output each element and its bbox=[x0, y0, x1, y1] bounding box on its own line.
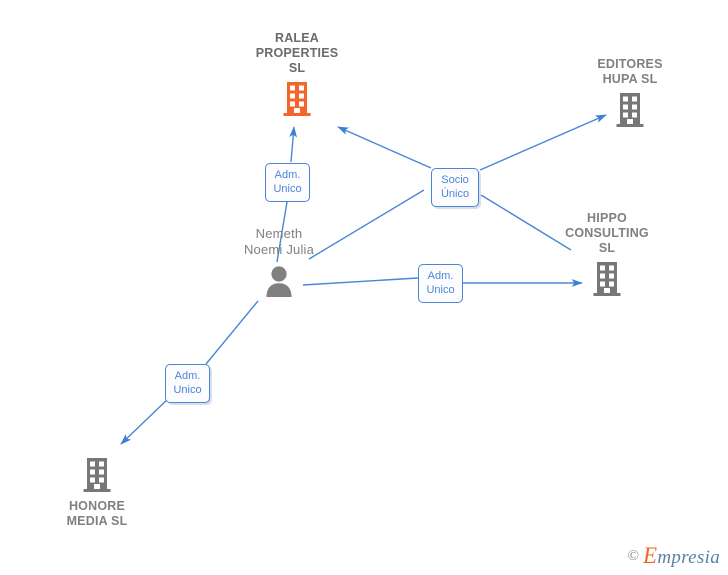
brand-rest: mpresia bbox=[657, 547, 720, 568]
node-honore-media[interactable]: HONORE MEDIA SL bbox=[27, 458, 167, 529]
node-label-ralea: RALEA PROPERTIES SL bbox=[255, 31, 339, 75]
edge-socio-to-hippo bbox=[480, 194, 572, 251]
node-ralea[interactable]: RALEA PROPERTIES SL bbox=[227, 31, 367, 116]
edge-person-to-ralea bbox=[276, 195, 289, 263]
building-icon[interactable] bbox=[227, 76, 367, 116]
watermark: © Empresia bbox=[628, 543, 720, 569]
person-icon[interactable] bbox=[209, 258, 349, 297]
copyright-icon: © bbox=[627, 547, 640, 564]
edge-socio-to-editores-hupa bbox=[479, 114, 607, 171]
brand-initial: E bbox=[643, 543, 658, 568]
relation-adm-unico-ralea[interactable]: Adm. Unico bbox=[265, 163, 310, 202]
relation-socio-unico[interactable]: Socio Único bbox=[431, 168, 479, 207]
node-nemeth-noemi-julia[interactable]: Nemeth Noemi Julia bbox=[209, 226, 349, 297]
node-label-honore-media: HONORE MEDIA SL bbox=[66, 499, 128, 528]
node-hippo-consulting[interactable]: HIPPO CONSULTING SL bbox=[537, 211, 677, 296]
relation-adm-unico-hippo[interactable]: Adm. Unico bbox=[418, 264, 463, 303]
edge-admunico-to-ralea bbox=[289, 126, 298, 163]
building-icon[interactable] bbox=[27, 458, 167, 492]
edge-person-to-admunico-honore bbox=[205, 300, 259, 365]
edge-socio-to-ralea bbox=[337, 126, 432, 169]
node-label-hippo-consulting: HIPPO CONSULTING SL bbox=[565, 211, 649, 255]
relation-adm-unico-honore[interactable]: Adm. Unico bbox=[165, 364, 210, 403]
edge-person-to-socio bbox=[308, 189, 425, 260]
building-icon[interactable] bbox=[560, 87, 700, 127]
edge-admunico-to-honore bbox=[120, 395, 172, 445]
node-editores-hupa[interactable]: EDITORES HUPA SL bbox=[560, 57, 700, 127]
node-label-editores-hupa: EDITORES HUPA SL bbox=[597, 57, 663, 86]
building-icon[interactable] bbox=[537, 256, 677, 296]
edge-person-to-admunico-hippo bbox=[302, 277, 419, 286]
node-label-nemeth-noemi-julia: Nemeth Noemi Julia bbox=[243, 226, 315, 257]
brand-name: Empresia bbox=[643, 543, 720, 569]
